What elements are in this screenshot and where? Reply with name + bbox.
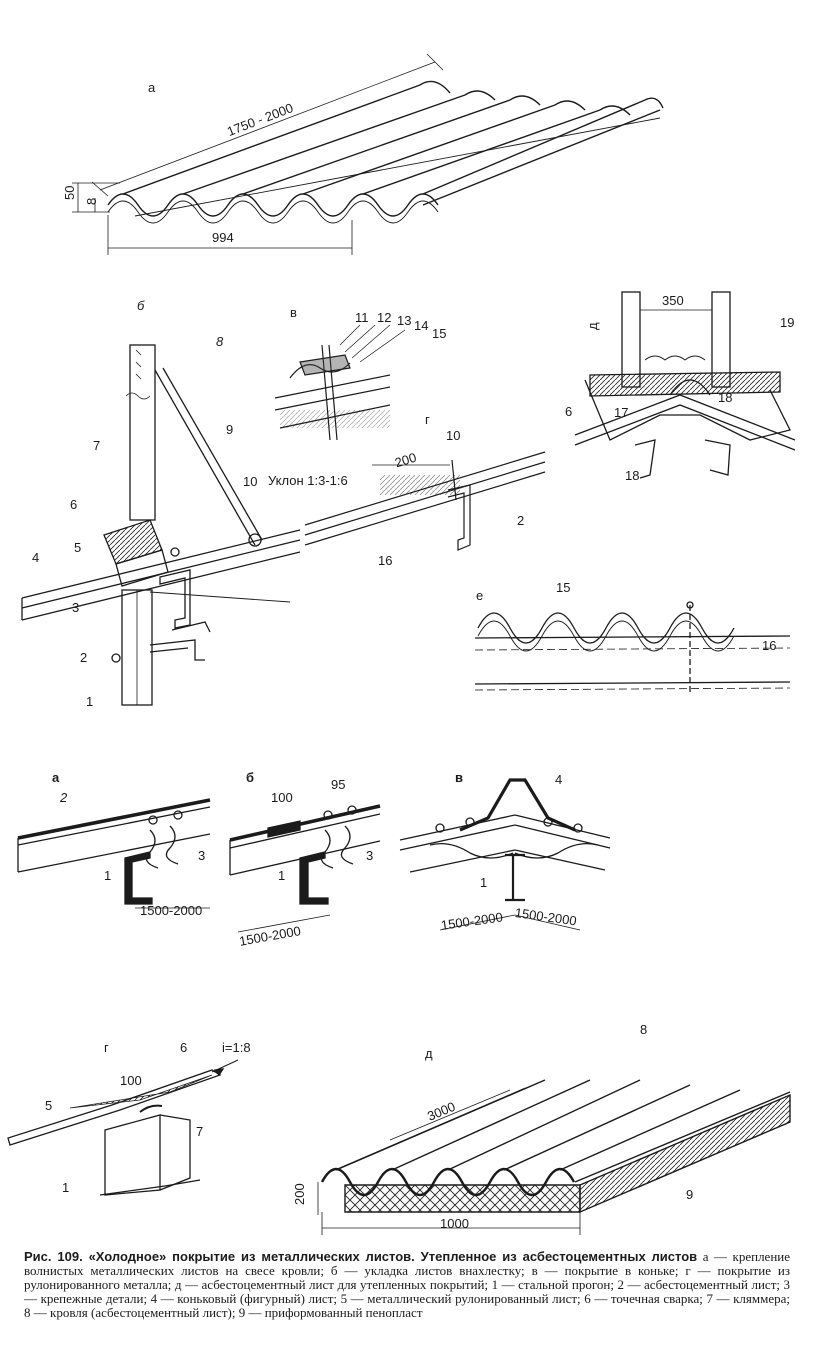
fig-b-n2: 2 <box>80 650 88 665</box>
eaves-detail-drawing <box>21 344 301 706</box>
bot-g-n7: 7 <box>196 1124 204 1139</box>
bot-g-slope: i=1:8 <box>222 1040 251 1055</box>
mid-a-dim: 1500-2000 <box>140 903 203 918</box>
bot-d-n8: 8 <box>640 1022 648 1037</box>
mid-v-n4: 4 <box>555 772 563 787</box>
fig-e-n15: 15 <box>556 580 571 595</box>
mid-a-letter: а <box>52 770 60 785</box>
figure-caption: Рис. 109. «Холодное» покрытие из металли… <box>24 1250 790 1320</box>
bot-d-letter: д <box>425 1046 433 1061</box>
fig-v-letter: в <box>290 305 297 320</box>
fig-b-n8: 8 <box>216 334 224 349</box>
mid-v-letter: в <box>455 770 463 785</box>
fig-v-n11: 11 <box>355 310 369 325</box>
fig-v-n13: 13 <box>397 313 412 328</box>
fig-e-letter: е <box>476 588 484 603</box>
fig-v-n15: 15 <box>432 326 447 341</box>
sheet-on-purlin-drawing <box>474 601 791 695</box>
fig-b-n6: 6 <box>70 497 78 512</box>
fig-g-letter: г <box>425 412 430 427</box>
fig-b-n7: 7 <box>93 438 101 453</box>
fig-b-n9: 9 <box>226 422 234 437</box>
bot-g-n5: 5 <box>45 1098 53 1113</box>
insulated-panel-drawing <box>317 1079 791 1235</box>
bot-d-h: 200 <box>292 1183 307 1205</box>
fig-b-n10: 10 <box>243 474 258 489</box>
caption-body: а — крепление волнистых металлических ли… <box>24 1249 791 1320</box>
fig-d-dim: 350 <box>662 293 684 308</box>
fig-d-n18a: 18 <box>718 390 733 405</box>
mid-b-d100: 100 <box>271 790 293 805</box>
bot-g-d100: 100 <box>120 1073 142 1088</box>
mid-b-d95: 95 <box>331 777 346 792</box>
fig-d-letter: д <box>585 322 600 330</box>
fig-g-n16: 16 <box>378 553 393 568</box>
fig-b-letter: б <box>137 298 145 313</box>
ridge-fixing-drawing <box>274 324 406 441</box>
bot-g-n1: 1 <box>62 1180 70 1195</box>
bot-d-w: 1000 <box>440 1216 469 1231</box>
fig-d-n17: 17 <box>614 405 629 420</box>
fig-d-n19: 19 <box>780 315 795 330</box>
ridge-c-drawing <box>399 778 611 931</box>
fig-a-letter: а <box>148 80 156 95</box>
mid-a-n3: 3 <box>198 848 206 863</box>
fig-b-n4: 4 <box>32 550 40 565</box>
mid-b-n3: 3 <box>366 848 374 863</box>
insulated-ridge-drawing <box>574 291 796 479</box>
fig-b-n1: 1 <box>86 694 94 709</box>
mid-v-n1: 1 <box>480 875 488 890</box>
bot-d-n9: 9 <box>686 1187 694 1202</box>
fig-g-n10: 10 <box>446 428 461 443</box>
fig-b-n3: 3 <box>72 600 80 615</box>
sheet-a-drawing <box>72 53 664 255</box>
fig-a-height: 50 <box>62 185 77 200</box>
mid-b-letter: б <box>246 770 255 785</box>
fig-v-n12: 12 <box>377 310 392 325</box>
bot-g-n6: 6 <box>180 1040 188 1055</box>
fig-v-n14: 14 <box>414 318 429 333</box>
fig-e-n16: 16 <box>762 638 777 653</box>
overlap-b-drawing <box>229 804 381 933</box>
fig-a-width: 994 <box>212 230 234 245</box>
fig-g-slope: Уклон 1:3-1:6 <box>268 473 348 488</box>
mid-a-n2: 2 <box>60 790 68 805</box>
fig-g-n2: 2 <box>517 513 525 528</box>
rolled-metal-drawing <box>304 451 546 551</box>
fig-d-n18b: 18 <box>625 468 640 483</box>
fig-a-depth: 8 <box>84 197 99 205</box>
caption-title: Рис. 109. «Холодное» покрытие из металли… <box>24 1249 421 1264</box>
caption-title-2: Утепленное из асбестоцементных листов <box>420 1249 698 1264</box>
overlap-a-drawing <box>17 798 211 909</box>
fig-b-n5: 5 <box>74 540 82 555</box>
mid-a-n1: 1 <box>104 868 112 883</box>
fig-d-n6: 6 <box>565 404 573 419</box>
rolled-metal-beam-drawing <box>7 1059 239 1196</box>
bot-g-letter: г <box>104 1040 109 1055</box>
mid-b-n1: 1 <box>278 868 286 883</box>
